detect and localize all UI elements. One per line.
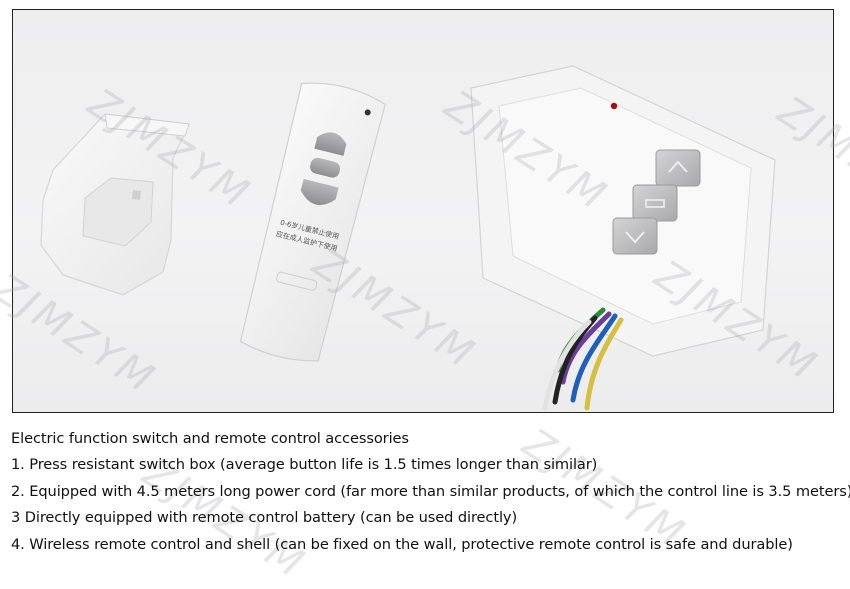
remote-stop-button: [310, 157, 341, 178]
remote-holder: [40, 113, 190, 296]
switch-down-button: [612, 217, 658, 255]
photo-illustration: 0-6岁儿童禁止使用 应在成人监护下使用: [40, 65, 776, 411]
description-item: 2. Equipped with 4.5 meters long power c…: [11, 482, 850, 500]
switch-up-button: [655, 149, 701, 187]
description-heading: Electric function switch and remote cont…: [11, 430, 409, 447]
power-cord-wires: [542, 307, 624, 411]
description-item: 4. Wireless remote control and shell (ca…: [11, 535, 793, 553]
product-description: Electric function switch and remote cont…: [11, 426, 850, 558]
wall-switch: [470, 65, 776, 357]
product-photo: 0-6岁儿童禁止使用 应在成人监护下使用: [12, 9, 834, 413]
switch-stop-button: [632, 184, 678, 222]
remote-up-button: [314, 132, 347, 156]
description-item: 3 Directly equipped with remote control …: [11, 509, 518, 527]
remote-control: 0-6岁儿童禁止使用 应在成人监护下使用: [239, 82, 386, 362]
remote-down-button: [300, 178, 339, 206]
description-item: 1. Press resistant switch box (average b…: [11, 456, 598, 474]
